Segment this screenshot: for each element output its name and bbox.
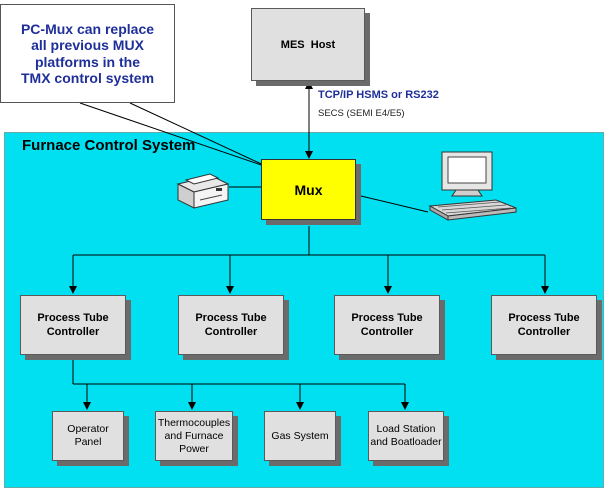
callout-line: platforms in the bbox=[34, 53, 140, 70]
callout-pointer-a bbox=[79, 102, 271, 169]
callout-line: TMX control system bbox=[20, 70, 155, 86]
controller-line1: Process Tube bbox=[37, 312, 109, 324]
subsystem-line: Operator Panel bbox=[67, 423, 109, 448]
controller-line1: Process Tube bbox=[195, 312, 267, 324]
callout-line: all previous MUX bbox=[31, 37, 144, 53]
callout-box: PC-Mux can replace all previous MUX plat… bbox=[0, 4, 175, 103]
link-standard-label: SECS (SEMI E4/E5) bbox=[318, 108, 405, 119]
controller-line1: Process Tube bbox=[351, 312, 423, 324]
callout-text: PC-Mux can replace all previous MUX plat… bbox=[21, 21, 154, 87]
computer-link bbox=[360, 195, 429, 213]
mes-host-node: MES Host bbox=[251, 8, 365, 81]
subsystem-line: Gas System bbox=[271, 429, 329, 442]
computer-icon bbox=[428, 151, 517, 221]
subsystem-line: Power bbox=[179, 442, 209, 455]
subsystem-line: Thermocouples bbox=[157, 416, 231, 429]
mux-node: Mux bbox=[261, 159, 356, 220]
region-title: Furnace Control System bbox=[22, 137, 196, 154]
controller-line1: Process Tube bbox=[508, 312, 580, 324]
controller-line2: Controller bbox=[46, 326, 100, 338]
subsystem-line: and Boatloader bbox=[370, 436, 442, 448]
mes-host-label: MES Host bbox=[280, 38, 336, 51]
subsystem-gas-system: Gas System bbox=[264, 411, 336, 461]
printer-icon bbox=[176, 173, 230, 209]
mux-label: Mux bbox=[294, 181, 323, 198]
subsystem-line: Load Station bbox=[376, 423, 436, 435]
subsystem-operator-panel: Operator Panel bbox=[52, 411, 124, 461]
controller-line2: Controller bbox=[204, 326, 258, 338]
callout-pointer-b bbox=[129, 102, 271, 169]
controller-line2: Controller bbox=[360, 326, 414, 338]
subsystem-line: and Furnace bbox=[164, 429, 224, 442]
callout-line: PC-Mux can replace bbox=[20, 20, 155, 37]
link-protocol-label: TCP/IP HSMS or RS232 bbox=[318, 89, 439, 101]
controller-line2: Controller bbox=[517, 326, 571, 338]
